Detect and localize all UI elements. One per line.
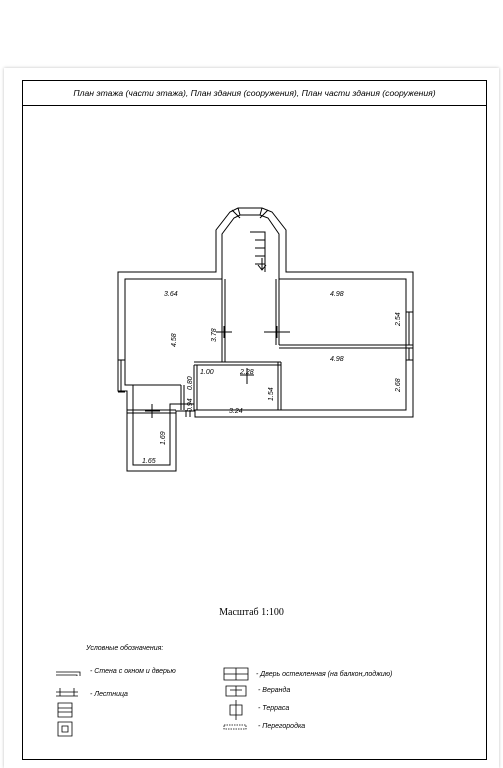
legend-item-stairs: - Лестница [90,691,128,698]
bay-wall [231,207,269,219]
window [118,359,125,393]
dimension-label: 4.98 [330,356,344,363]
terrace-symbol [229,700,243,720]
interior-wall [194,361,281,366]
stairs-arrow [257,258,267,271]
dimension-label: 0.80 [187,376,194,390]
outer-wall-inner [124,214,407,466]
veranda-symbol [225,685,247,697]
dimension-label: 2.68 [395,378,402,393]
interior-wall [275,279,280,345]
door-mark [216,326,232,338]
stairs-symbol [57,702,73,718]
dimension-label: 2.28 [239,369,254,376]
dimension-label: 3.24 [229,408,243,415]
window [185,410,191,417]
legend-item-veranda: - Веранда [258,687,291,694]
legend-title: Условные обозначения: [86,645,164,652]
door-mark [264,326,290,338]
door-mark [145,404,160,418]
title-band [22,80,487,106]
legend-item-wall: - Стена с окном и дверью [90,668,176,675]
document-sheet [4,68,499,768]
interior-wall [125,384,181,410]
page-background [0,0,503,68]
scale-label: Масштаб 1:100 [219,607,284,618]
outer-wall [117,207,414,472]
dimension-label: 1.69 [160,431,167,445]
dimension-label: 2.54 [395,312,402,327]
interior-wall [277,362,282,410]
interior-wall [193,365,198,410]
legend-item-glazed-door: - Дверь остекленная (на балкон,лоджию) [256,671,393,678]
window [406,347,413,361]
dimension-label: 0.94 [187,398,194,412]
stairs [250,231,266,272]
interior-wall [279,344,406,349]
interior-wall [180,385,185,410]
dimension-label: 3.64 [164,291,178,298]
dimension-label: 4.58 [171,333,178,347]
wall-symbol [56,671,81,676]
dimension-label: 4.98 [330,291,344,298]
dimension-label: 1.00 [200,369,214,376]
page-title: План этажа (части этажа), План здания (с… [73,88,436,98]
dimension-label: 3.78 [211,328,218,342]
dimension-label: 1.54 [268,387,275,401]
partition-symbol [223,724,247,730]
window [406,311,413,346]
glazed-door-symbol [223,667,249,681]
dimension-label: 1.65 [142,458,156,465]
door-mark [240,368,254,384]
legend-item-terrace: - Терраса [258,705,290,712]
drawing-frame [22,80,487,760]
interior-wall [221,279,226,362]
stairs-symbol [56,688,78,697]
legend-item-partition: - Перегородка [258,723,306,730]
stairs-symbol [57,721,73,737]
